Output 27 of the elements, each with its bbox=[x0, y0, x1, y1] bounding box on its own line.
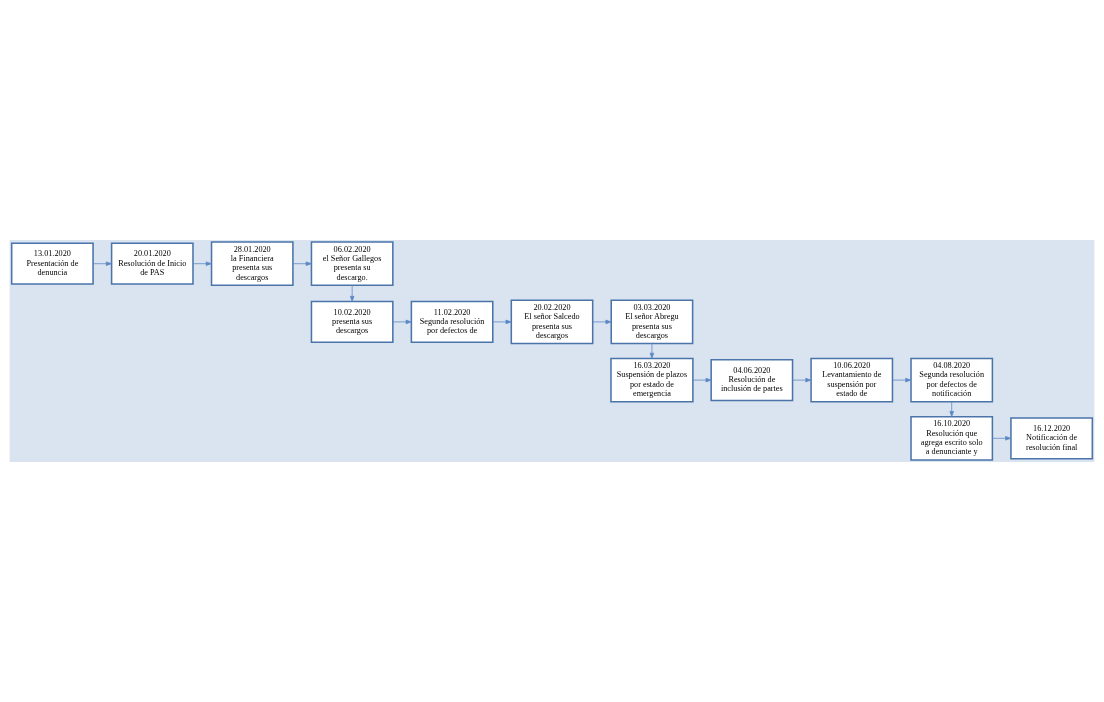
arrow bbox=[892, 377, 912, 383]
arrow bbox=[349, 284, 355, 302]
node-box: 03.03.2020 El señor Abregu presenta sus descargos bbox=[610, 299, 694, 345]
arrow bbox=[292, 261, 312, 266]
node-box: 16.03.2020 Suspensión de plazos por estado de emergencia bbox=[610, 357, 694, 403]
node-box: 10.02.2020 presenta sus descargos bbox=[310, 300, 394, 343]
arrow bbox=[192, 261, 212, 266]
node-box: 13.01.2020 Presentación de denuncia bbox=[10, 242, 94, 285]
node-box: 11.02.2020 Segunda resolución por defectos de bbox=[410, 300, 494, 343]
node-box: 20.02.2020 El señor Salcedo presenta sus descargos bbox=[510, 299, 594, 345]
node-box: 10.06.2020 Levantamiento de suspensión por estado de bbox=[810, 357, 894, 403]
arrow bbox=[92, 261, 112, 266]
arrow bbox=[992, 436, 1012, 441]
node-box: 16.12.2020 Notificación de resolución final bbox=[1010, 417, 1094, 460]
arrow bbox=[592, 319, 612, 325]
arrow bbox=[649, 343, 655, 359]
arrow bbox=[792, 377, 812, 383]
arrow bbox=[492, 319, 512, 325]
node-box: 16.10.2020 Resolución que agrega escrito solo a denunciante y bbox=[910, 415, 994, 461]
arrow bbox=[392, 319, 412, 325]
arrow bbox=[949, 401, 954, 417]
node-box: 06.02.2020 el Señor Gallegos presenta su descargo. bbox=[310, 241, 394, 287]
node-box: 20.01.2020 Resolución de Inicio de PAS bbox=[110, 242, 194, 285]
node-box: 04.06.2020 Resolución de inclusión de partes bbox=[710, 359, 794, 402]
arrow bbox=[692, 377, 712, 383]
node-box: 04.08.2020 Segunda resolución por defectos de notificación bbox=[910, 357, 994, 403]
node-box: 28.01.2020 la Financiera presenta sus descargos bbox=[210, 241, 294, 287]
